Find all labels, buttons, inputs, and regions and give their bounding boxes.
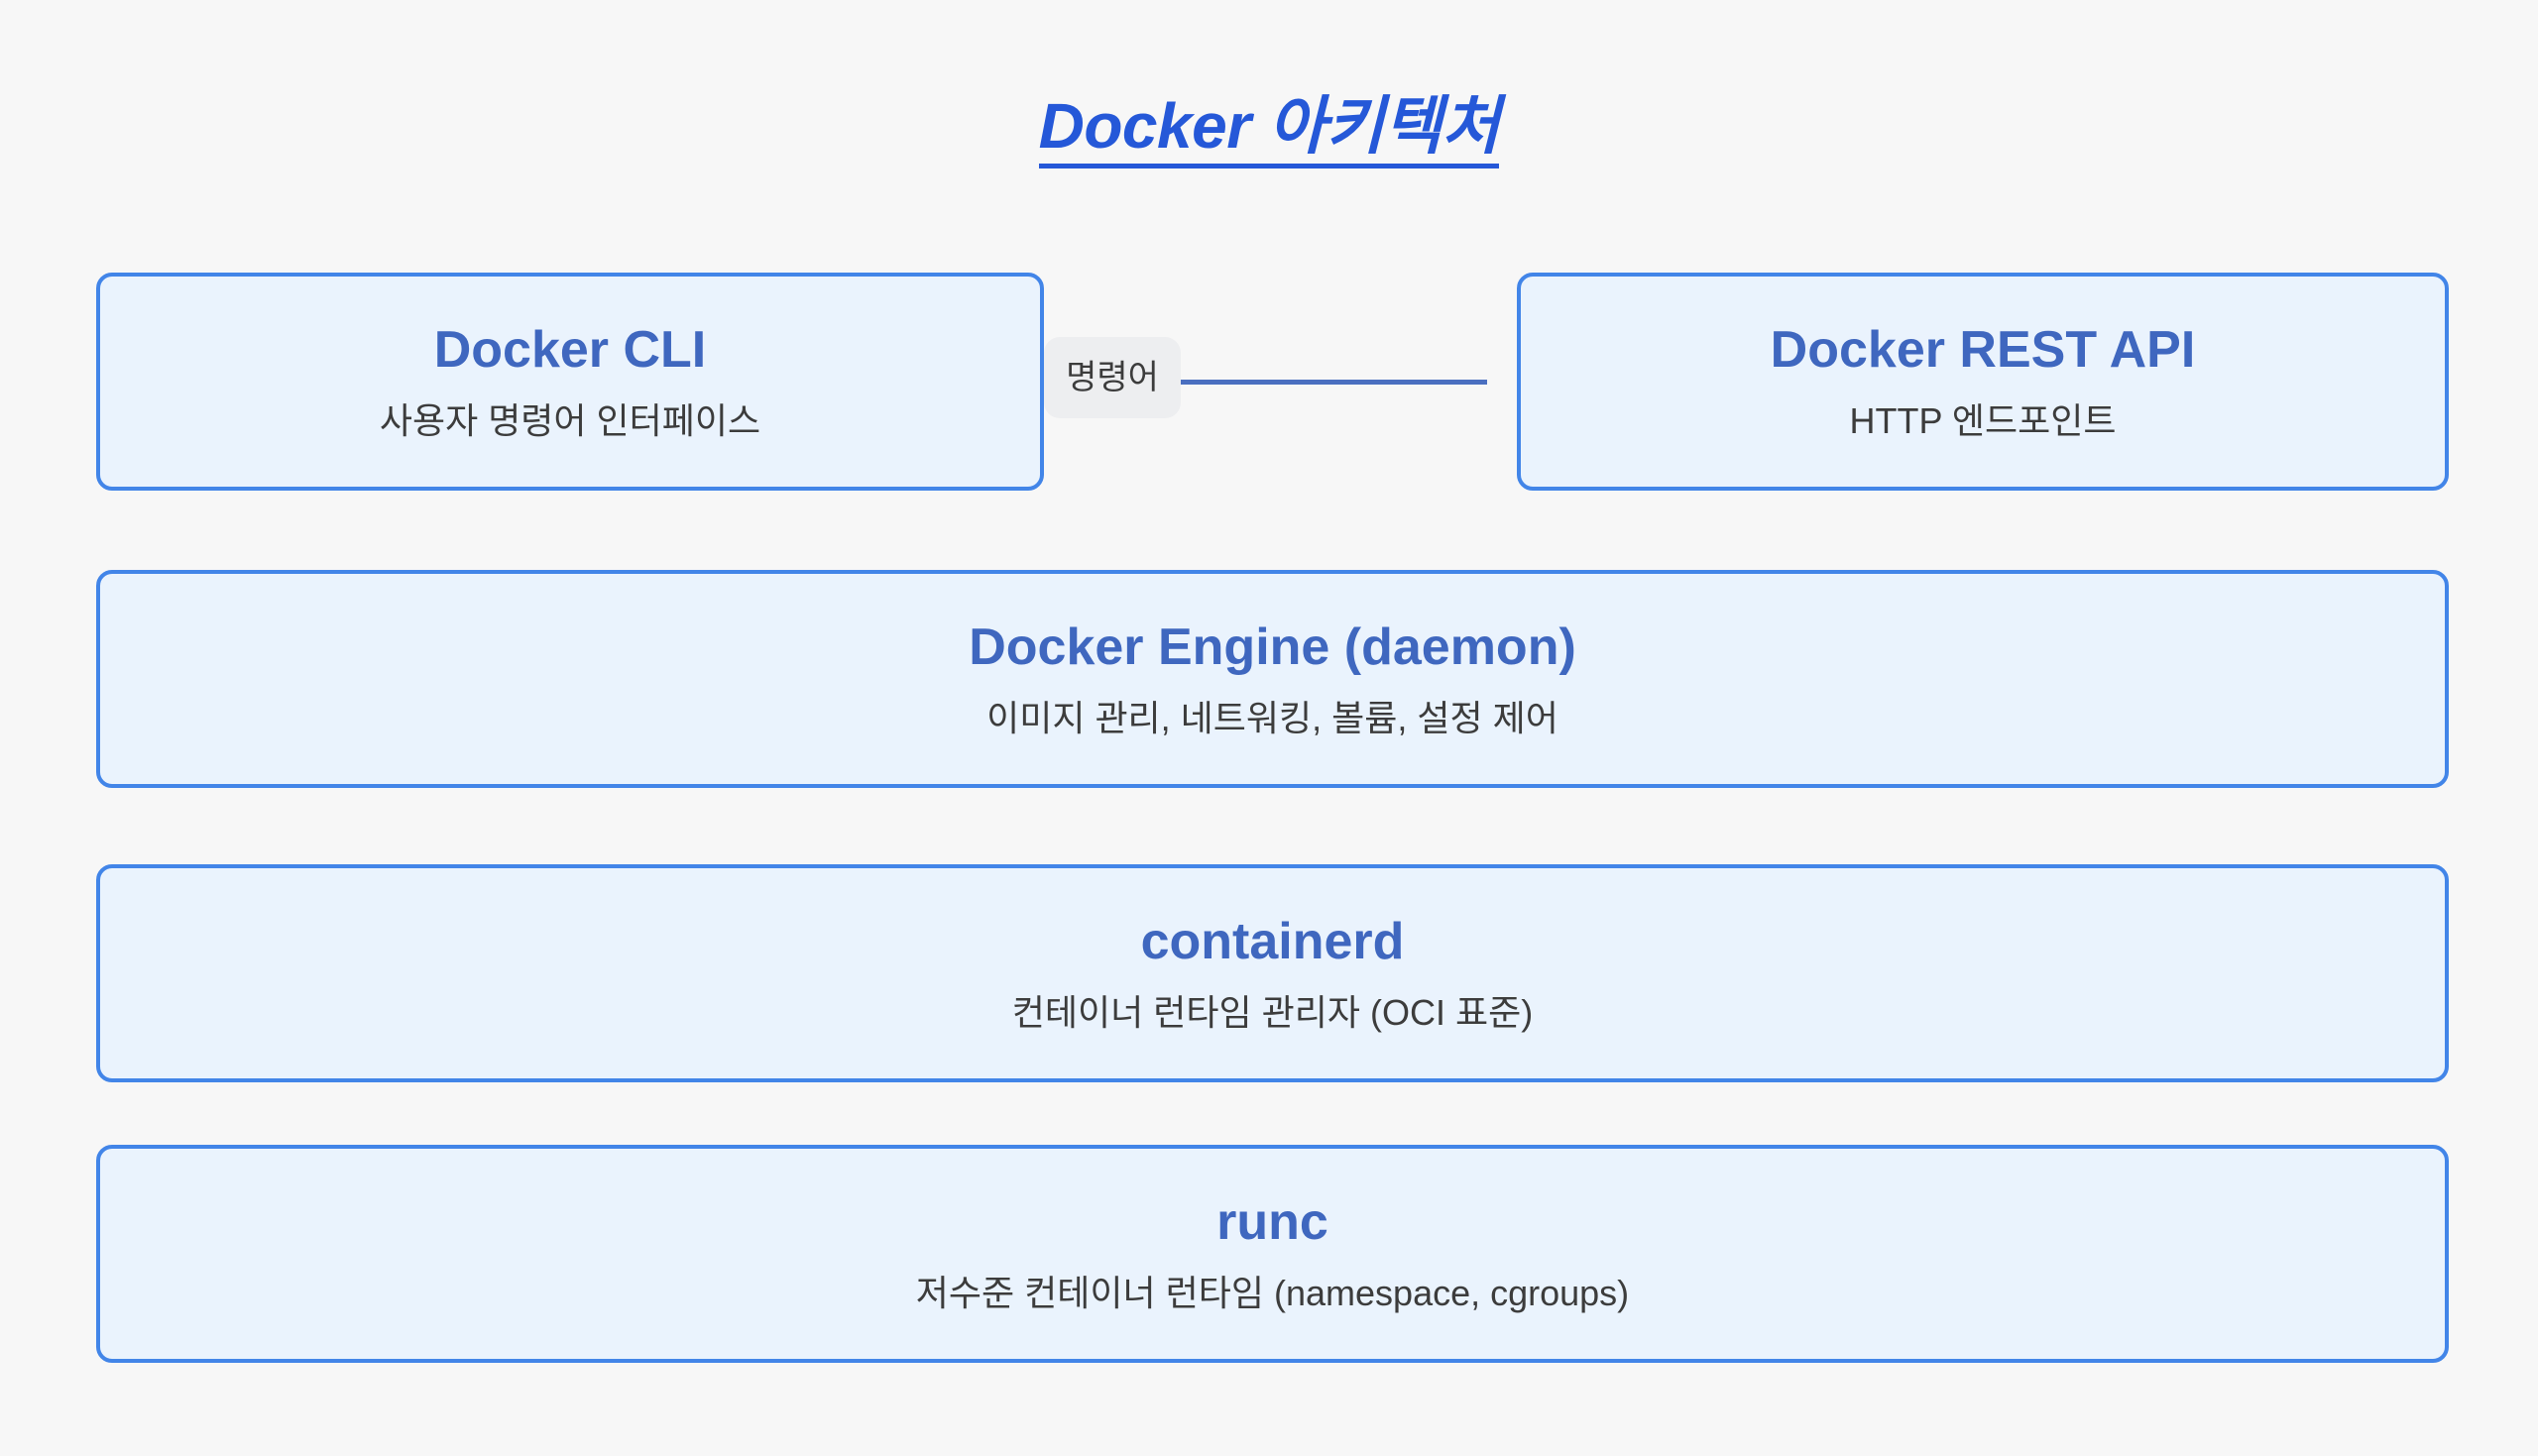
node-docker-cli-title: Docker CLI — [433, 321, 707, 379]
node-runc-title: runc — [1216, 1193, 1328, 1251]
node-docker-engine[interactable]: Docker Engine (daemon) 이미지 관리, 네트워킹, 볼륨,… — [96, 570, 2449, 788]
node-docker-engine-title: Docker Engine (daemon) — [969, 618, 1576, 676]
page-title: Docker 아키텍처 — [0, 87, 2538, 168]
node-containerd[interactable]: containerd 컨테이너 런타임 관리자 (OCI 표준) — [96, 864, 2449, 1082]
node-containerd-subtitle: 컨테이너 런타임 관리자 (OCI 표준) — [1011, 992, 1534, 1033]
node-runc[interactable]: runc 저수준 컨테이너 런타임 (namespace, cgroups) — [96, 1145, 2449, 1363]
node-docker-cli-subtitle: 사용자 명령어 인터페이스 — [379, 400, 761, 441]
node-docker-rest-api[interactable]: Docker REST API HTTP 엔드포인트 — [1517, 273, 2449, 491]
node-containerd-title: containerd — [1140, 913, 1405, 970]
node-runc-subtitle: 저수준 컨테이너 런타임 (namespace, cgroups) — [915, 1273, 1630, 1313]
connector-cli-to-restapi — [1175, 380, 1487, 385]
node-docker-rest-api-title: Docker REST API — [1770, 321, 2196, 379]
page-title-text: Docker 아키텍처 — [1038, 90, 1500, 168]
node-docker-rest-api-subtitle: HTTP 엔드포인트 — [1849, 400, 2117, 441]
node-docker-cli[interactable]: Docker CLI 사용자 명령어 인터페이스 — [96, 273, 1044, 491]
connector-label-command: 명령어 — [1044, 337, 1181, 418]
node-docker-engine-subtitle: 이미지 관리, 네트워킹, 볼륨, 설정 제어 — [986, 698, 1558, 738]
